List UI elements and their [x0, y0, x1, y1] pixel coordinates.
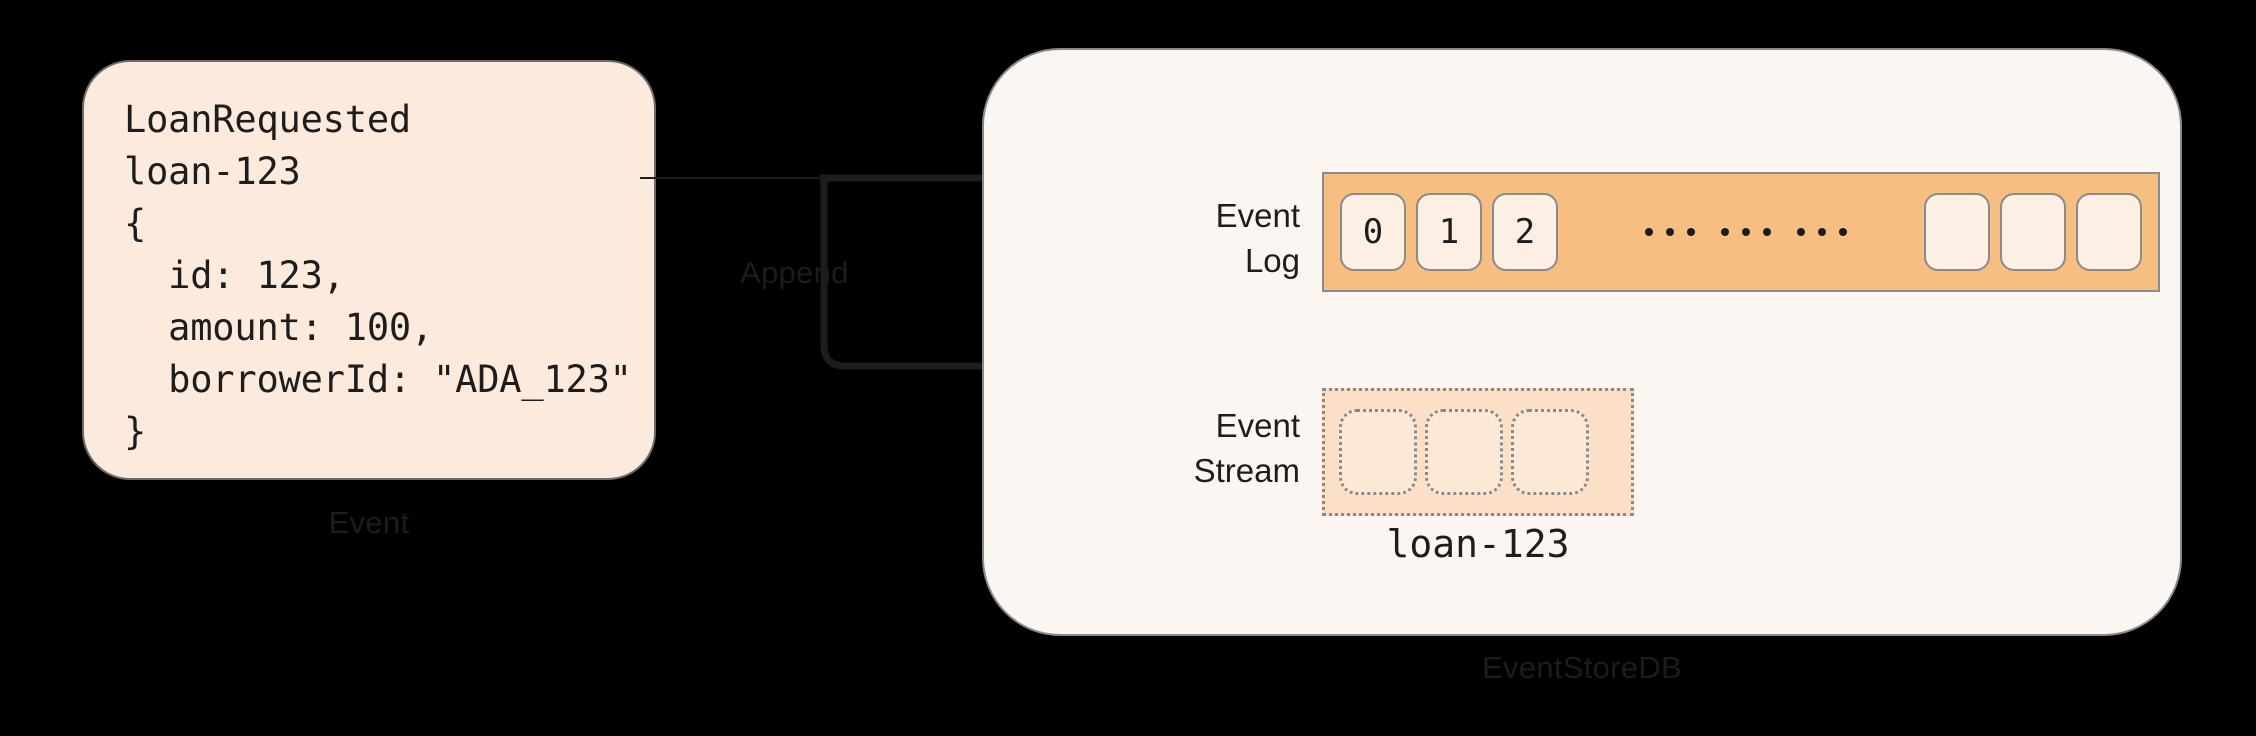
ellipsis-dot	[1763, 228, 1771, 236]
ellipsis-dot	[1687, 228, 1695, 236]
event-stream-cell	[1511, 409, 1589, 495]
ellipsis-dot	[1818, 228, 1826, 236]
ellipsis-dot	[1721, 228, 1729, 236]
event-log-cell-empty	[1924, 193, 1990, 271]
ellipsis-dot	[1645, 228, 1653, 236]
event-stream-label-line2: Stream	[1193, 452, 1300, 489]
event-stream-label: Event Stream	[1060, 403, 1300, 493]
event-log-ellipsis	[1582, 228, 1910, 236]
ellipsis-dot	[1839, 228, 1847, 236]
event-log-band: 0 1 2	[1322, 172, 2160, 292]
ellipsis-group	[1721, 228, 1771, 236]
event-log-label: Event Log	[1080, 193, 1300, 283]
event-card: LoanRequested loan-123 { id: 123, amount…	[82, 60, 656, 480]
eventstoredb-caption: EventStoreDB	[1481, 650, 1683, 685]
event-log-cell: 2	[1492, 193, 1558, 271]
event-log-cell: 1	[1416, 193, 1482, 271]
event-stream-name: loan-123	[1386, 522, 1570, 566]
ellipsis-dot	[1797, 228, 1805, 236]
event-stream-cell	[1425, 409, 1503, 495]
eventstoredb-container	[982, 48, 2182, 636]
ellipsis-group	[1645, 228, 1695, 236]
event-stream-box	[1322, 388, 1634, 516]
event-log-cell: 0	[1340, 193, 1406, 271]
append-arrow-label: Append	[740, 255, 849, 290]
event-log-cell-empty	[2000, 193, 2066, 271]
event-stream-label-line1: Event	[1215, 407, 1300, 444]
event-log-label-line2: Log	[1244, 242, 1300, 279]
ellipsis-group	[1797, 228, 1847, 236]
event-stream-cell	[1339, 409, 1417, 495]
event-payload-code: LoanRequested loan-123 { id: 123, amount…	[124, 98, 632, 453]
ellipsis-dot	[1742, 228, 1750, 236]
event-card-caption: Event	[328, 505, 410, 540]
ellipsis-dot	[1666, 228, 1674, 236]
event-log-label-line1: Event	[1215, 197, 1300, 234]
event-log-cell-empty	[2076, 193, 2142, 271]
